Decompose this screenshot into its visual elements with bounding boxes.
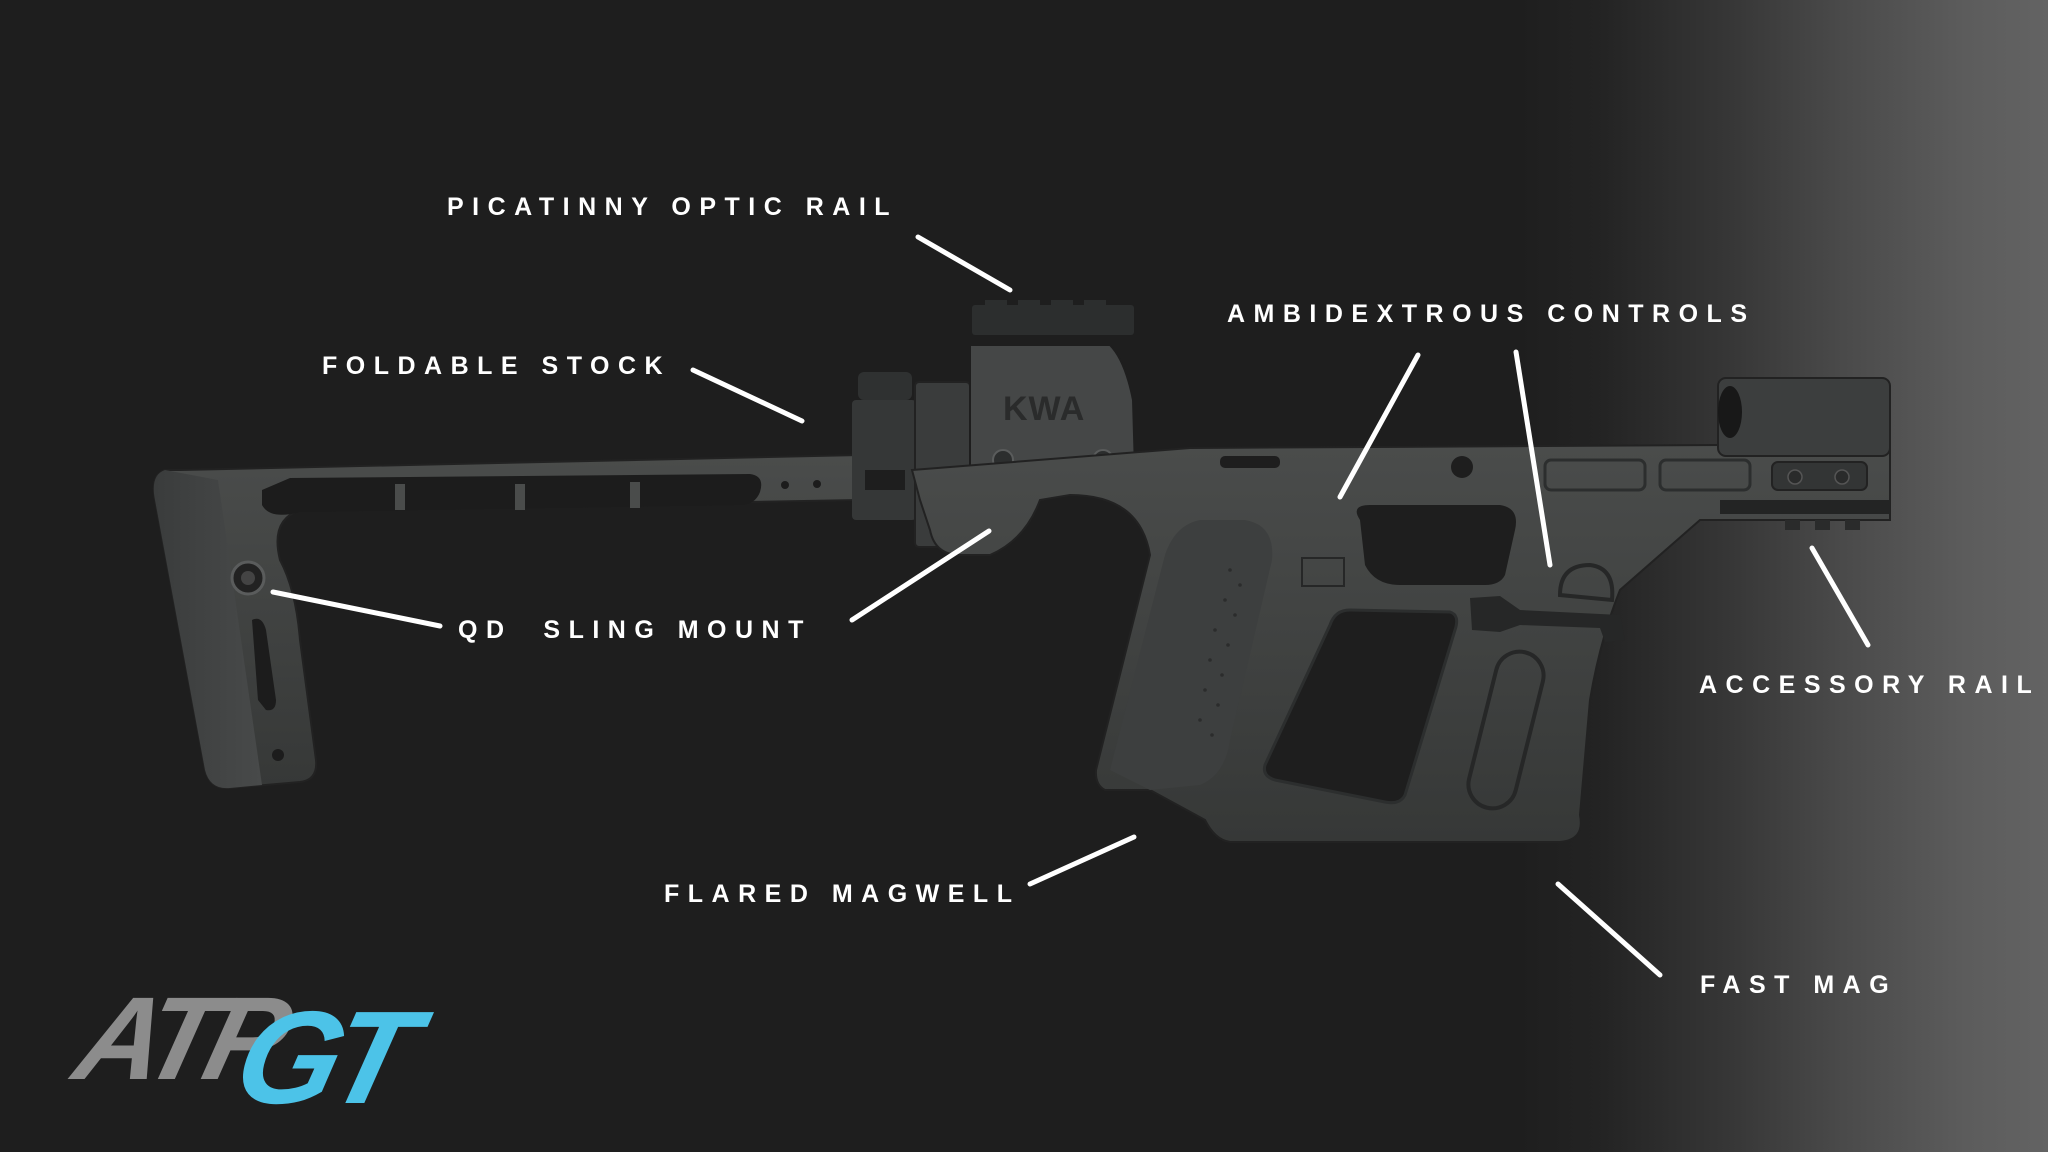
callout-ambidextrous-controls: AMBIDEXTROUS CONTROLS [1227, 300, 1756, 328]
callout-flared-magwell: FLARED MAGWELL [664, 880, 1021, 908]
callout-picatinny-optic-rail: PICATINNY OPTIC RAIL [447, 193, 899, 221]
callout-foldable-stock: FOLDABLE STOCK [322, 352, 672, 380]
logo-gt-text: GT [221, 984, 422, 1131]
front-block [1717, 377, 1891, 530]
optic-mount: KWA [969, 300, 1137, 471]
callout-accessory-rail: ACCESSORY RAIL [1699, 671, 2041, 699]
atp-gt-logo: ATP GT [64, 973, 450, 1131]
callout-fast-mag: FAST MAG [1700, 971, 1898, 999]
callout-qd-sling-mount: QD SLING MOUNT [458, 616, 812, 644]
svg-text:KWA: KWA [1003, 390, 1085, 428]
receiver [910, 444, 1891, 843]
